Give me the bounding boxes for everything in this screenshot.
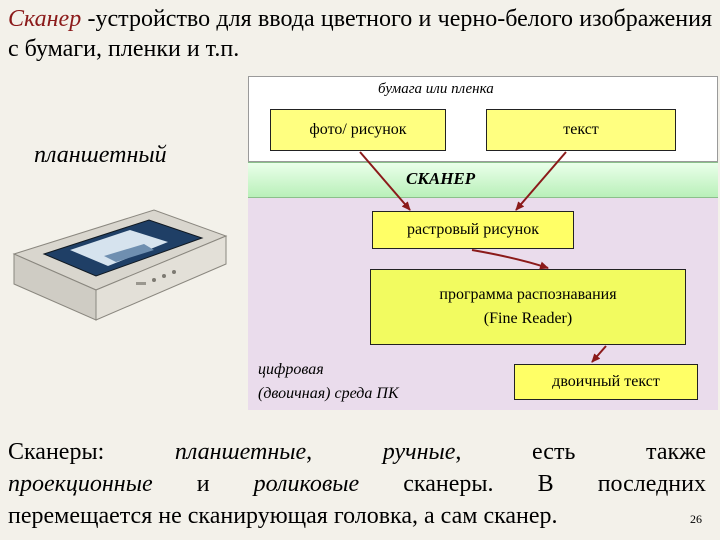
text-flatbed: планшетные — [175, 439, 306, 465]
flatbed-label: планшетный — [34, 142, 167, 169]
flow-arrows — [248, 76, 718, 410]
text-handheld: ручные — [383, 439, 456, 465]
comma2: , — [455, 439, 461, 465]
text-scanners2: сканеры. — [403, 471, 493, 497]
paragraph-line3: перемещается не сканирующая головка, а с… — [8, 500, 706, 532]
scanner-types-paragraph: Сканеры: планшетные, ручные, есть также … — [8, 436, 706, 532]
text-projection: проекционные — [8, 471, 153, 497]
arrow-photo-to-raster — [360, 152, 410, 210]
text-scanners: Сканеры: — [8, 439, 104, 465]
text-in: В — [538, 471, 554, 497]
arrow-raster-to-program — [472, 250, 548, 268]
text-roller: роликовые — [254, 471, 360, 497]
arrow-text-to-raster — [516, 152, 566, 210]
page-number: 26 — [690, 512, 702, 527]
title-term: Сканер — [8, 6, 81, 32]
comma1: , — [306, 439, 312, 465]
scanner-diagram: бумага или пленка фото/ рисунок текст СК… — [248, 76, 718, 410]
text-there-are: есть — [532, 439, 575, 465]
paragraph-line2: проекционные и роликовые сканеры. В посл… — [8, 468, 706, 500]
text-also: также — [646, 439, 706, 465]
flatbed-scanner-image — [4, 192, 232, 338]
title-definition: -устройство для ввода цветного и черно-б… — [8, 6, 712, 62]
slide-title: Сканер -устройство для ввода цветного и … — [8, 4, 712, 64]
arrow-program-to-binary — [592, 346, 606, 362]
text-latter: последних — [598, 471, 706, 497]
paragraph-line1: Сканеры: планшетные, ручные, есть также — [8, 436, 706, 468]
text-and: и — [197, 471, 210, 497]
